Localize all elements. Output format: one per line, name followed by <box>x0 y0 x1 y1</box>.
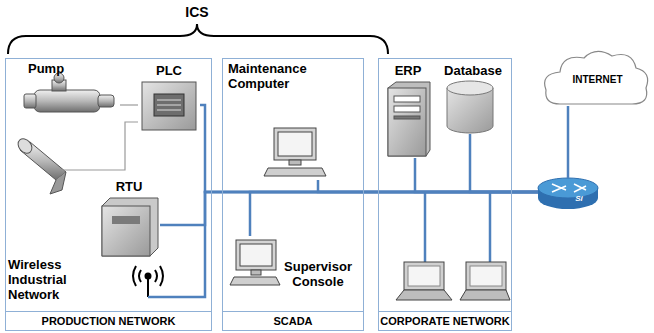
database-drawing <box>447 81 493 133</box>
plc-device: PLC <box>138 62 200 132</box>
erp-server: ERP <box>386 62 430 158</box>
computer-drawing <box>264 128 326 176</box>
bracket <box>8 24 388 54</box>
network-zone: CORPORATE NETWORK ERP Database <box>378 58 512 331</box>
router-symbol <box>538 178 598 209</box>
node-label: Database <box>440 64 506 79</box>
database: Database <box>440 62 506 134</box>
zone-label: PRODUCTION NETWORK <box>6 311 211 330</box>
network-link <box>160 192 538 225</box>
network-zone: PRODUCTION NETWORK Pump PLC RTU Wireless Ind… <box>5 58 212 331</box>
computer-station: Supervisor Console <box>230 236 358 294</box>
network-link <box>163 192 538 297</box>
computer-station: Maintenance Computer <box>228 62 330 180</box>
node-label: PLC <box>138 64 200 79</box>
node-label: Si <box>568 194 590 203</box>
zone-label: SCADA <box>223 311 363 330</box>
network-link <box>415 158 538 192</box>
pump-drawing <box>15 73 114 194</box>
network-link <box>250 192 538 236</box>
network-zone: SCADA Maintenance ComputerSupervisor Cons… <box>222 58 364 331</box>
rtu-drawing <box>102 198 158 256</box>
node-label: Pump <box>28 62 78 77</box>
network-link <box>120 104 138 105</box>
computer-drawing <box>230 240 280 285</box>
node-label: Supervisor Console <box>280 260 356 290</box>
node-label: Maintenance Computer <box>228 62 328 92</box>
router: Si <box>538 178 598 208</box>
antenna-symbol <box>133 266 163 297</box>
node-label: ERP <box>386 64 430 79</box>
sensor-wire <box>62 122 138 170</box>
wireless-network: Wireless Industrial Network <box>8 258 163 304</box>
network-link <box>470 134 538 192</box>
group-label: ICS <box>170 4 224 20</box>
network-link <box>318 180 538 192</box>
network-link <box>200 105 538 192</box>
network-link <box>567 106 570 178</box>
node-label: RTU <box>98 180 160 195</box>
zone-label: CORPORATE NETWORK <box>379 311 511 330</box>
laptop-drawing <box>396 192 510 300</box>
node-label: INTERNET <box>545 74 650 86</box>
node-label: Wireless Industrial Network <box>8 258 86 303</box>
internet-cloud: INTERNET <box>545 50 650 106</box>
rtu-device: RTU <box>98 178 160 258</box>
server-drawing <box>388 82 430 156</box>
plc-drawing <box>142 82 196 130</box>
pump-device: Pump <box>12 60 120 205</box>
